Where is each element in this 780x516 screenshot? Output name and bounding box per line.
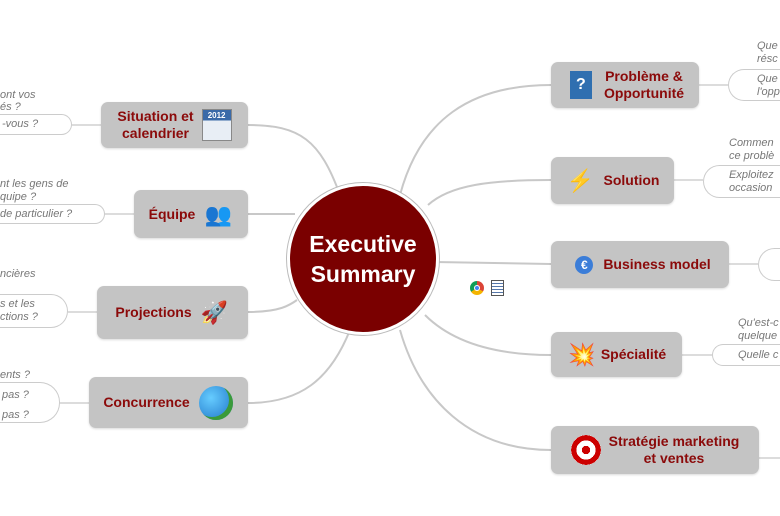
leaf-bubble[interactable] — [703, 165, 780, 198]
node-label: Spécialité — [600, 346, 667, 362]
euro-money-icon: € — [569, 250, 599, 280]
leaf-text: Quelle c — [738, 349, 779, 361]
node-business-model[interactable]: € Business model — [551, 241, 729, 288]
node-specialite[interactable]: 💥 Spécialité — [551, 332, 682, 377]
rocket-icon: 🚀 — [200, 300, 229, 325]
leaf-text: Qu'est-c — [738, 317, 779, 329]
central-topic-line2: Summary — [310, 261, 416, 287]
leaf-bubble[interactable] — [0, 294, 68, 328]
question-book-icon: ? — [566, 70, 596, 100]
leaf-text: -vous ? — [2, 118, 39, 130]
node-label: Problème & — [605, 68, 683, 84]
leaf-text: Commen — [729, 137, 774, 149]
team-icon: 👥 — [204, 201, 233, 227]
central-topic-line1: Executive — [309, 231, 417, 257]
leaf-text: ont vos — [0, 89, 36, 101]
leaf-text: résc — [757, 53, 778, 65]
node-label: et ventes — [643, 450, 705, 466]
leaf-text: ctions ? — [0, 311, 38, 323]
lightning-icon: ⚡ — [566, 168, 595, 193]
leaf-text: Que — [757, 73, 778, 85]
leaf-bubble[interactable] — [0, 382, 60, 423]
node-concurrence[interactable]: Concurrence — [89, 377, 248, 428]
node-label: Opportunité — [603, 85, 685, 101]
node-label: Projections — [115, 304, 192, 320]
calendar-year-text: 2012 — [201, 109, 232, 141]
target-icon — [570, 435, 601, 465]
calendar-2012-icon: 2012 — [201, 109, 232, 141]
leaf-bubble[interactable] — [712, 344, 780, 366]
leaf-text: nt les gens de — [0, 178, 69, 190]
node-equipe[interactable]: Équipe 👥 — [134, 190, 248, 238]
browser-link-icon[interactable] — [470, 281, 484, 295]
leaf-text: pas ? — [2, 389, 29, 401]
leaf-text: occasion — [729, 182, 773, 194]
leaf-text: ce problè — [729, 150, 775, 162]
node-projections[interactable]: Projections 🚀 — [97, 286, 248, 339]
leaf-bubble[interactable] — [728, 69, 780, 101]
node-label: Solution — [603, 172, 660, 188]
node-label: Concurrence — [103, 394, 190, 410]
node-solution[interactable]: ⚡ Solution — [551, 157, 674, 204]
node-label: Situation et — [117, 108, 194, 124]
leaf-text: Que — [757, 40, 778, 52]
leaf-text: Exploitez — [729, 169, 774, 181]
note-icon[interactable] — [491, 280, 504, 296]
leaf-text: quelque — [738, 330, 778, 342]
node-label: Stratégie marketing — [608, 433, 740, 449]
leaf-bubble[interactable] — [0, 204, 105, 224]
leaf-text: pas ? — [2, 409, 29, 421]
node-label: Équipe — [148, 205, 196, 222]
globe-icon — [198, 385, 234, 421]
node-label: Business model — [603, 256, 711, 272]
leaf-text: s et les — [0, 298, 35, 310]
leaf-text: ents ? — [0, 369, 30, 381]
leaf-text: ncières — [0, 268, 36, 280]
node-probleme-opportunite[interactable]: ? Problème &Opportunité — [551, 62, 699, 108]
leaf-text: de particulier ? — [0, 208, 73, 220]
explosion-icon: 💥 — [568, 342, 596, 367]
node-label: calendrier — [122, 125, 189, 141]
leaf-text: l'opp — [757, 86, 780, 98]
leaf-text: quipe ? — [0, 191, 37, 203]
leaf-text: és ? — [0, 101, 21, 113]
leaf-bubble[interactable] — [0, 114, 72, 135]
